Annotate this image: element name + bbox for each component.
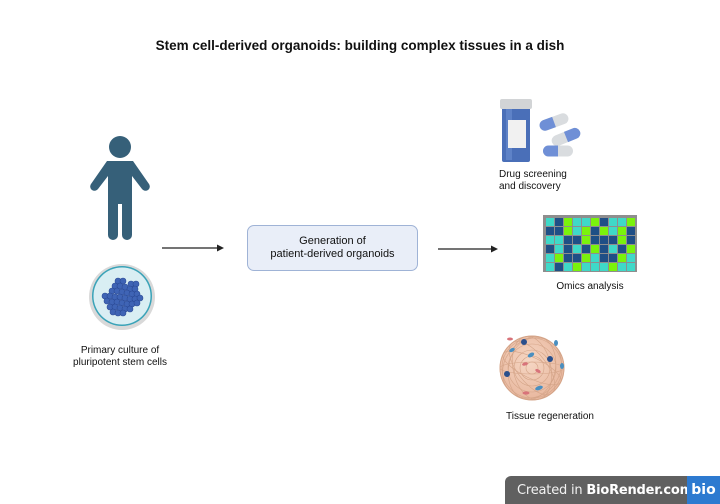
heatmap-cell bbox=[546, 218, 554, 226]
heatmap-cell bbox=[609, 263, 617, 271]
petri-dish-stem-cells-icon bbox=[89, 264, 155, 330]
heatmap-cell bbox=[627, 245, 635, 253]
heatmap-cell bbox=[600, 254, 608, 262]
heatmap-cell bbox=[573, 236, 581, 244]
drug-screening-line2: and discovery bbox=[499, 181, 561, 192]
heatmap-cell bbox=[600, 263, 608, 271]
generation-line1: Generation of bbox=[299, 235, 366, 247]
heatmap-cell bbox=[627, 236, 635, 244]
heatmap-cell bbox=[564, 236, 572, 244]
heatmap-cell bbox=[555, 254, 563, 262]
heatmap-cell bbox=[573, 227, 581, 235]
heatmap-cell bbox=[564, 218, 572, 226]
heatmap-cell bbox=[546, 254, 554, 262]
heatmap-cell bbox=[573, 254, 581, 262]
generation-line2: patient-derived organoids bbox=[270, 248, 395, 260]
heatmap-cell bbox=[618, 227, 626, 235]
heatmap-cell bbox=[564, 227, 572, 235]
omics-heatmap-icon bbox=[543, 215, 637, 272]
heatmap-cell bbox=[582, 227, 590, 235]
stem-cell bbox=[126, 305, 134, 313]
heatmap-cell bbox=[591, 227, 599, 235]
heatmap-grid bbox=[546, 218, 635, 271]
stem-cell bbox=[119, 309, 127, 317]
heatmap-cell bbox=[627, 227, 635, 235]
heatmap-cell bbox=[618, 218, 626, 226]
heatmap-cell bbox=[582, 218, 590, 226]
stem-cell bbox=[119, 277, 127, 285]
heatmap-cell bbox=[546, 245, 554, 253]
heatmap-cell bbox=[627, 218, 635, 226]
heatmap-cell bbox=[609, 218, 617, 226]
heatmap-cell bbox=[627, 263, 635, 271]
tissue-sphere-icon bbox=[499, 335, 565, 401]
drug-screening-line1: Drug screening bbox=[499, 169, 567, 180]
heatmap-cell bbox=[591, 245, 599, 253]
heatmap-cell bbox=[564, 254, 572, 262]
heatmap-cell bbox=[618, 245, 626, 253]
stem-cells-label: Primary culture of pluripotent stem cell… bbox=[40, 345, 200, 369]
heatmap-cell bbox=[582, 236, 590, 244]
heatmap-cell bbox=[564, 245, 572, 253]
heatmap-cell bbox=[555, 218, 563, 226]
heatmap-cell bbox=[600, 218, 608, 226]
heatmap-cell bbox=[573, 218, 581, 226]
heatmap-cell bbox=[564, 263, 572, 271]
watermark-prefix: Created in bbox=[517, 482, 587, 498]
omics-label: Omics analysis bbox=[556, 281, 624, 292]
heatmap-cell bbox=[609, 245, 617, 253]
diagram-title: Stem cell-derived organoids: building co… bbox=[155, 38, 565, 53]
heatmap-cell bbox=[609, 236, 617, 244]
stem-cells-label-line2: pluripotent stem cells bbox=[73, 357, 167, 368]
heatmap-cell bbox=[573, 245, 581, 253]
heatmap-cell bbox=[582, 254, 590, 262]
heatmap-cell bbox=[546, 236, 554, 244]
heatmap-cell bbox=[591, 236, 599, 244]
biorender-logo-icon: bio bbox=[687, 476, 720, 504]
heatmap-cell bbox=[618, 254, 626, 262]
pill-bottle-capsules-icon bbox=[500, 99, 581, 162]
tissue-regeneration-label: Tissue regeneration bbox=[505, 411, 594, 422]
heatmap-cell bbox=[546, 263, 554, 271]
heatmap-cell bbox=[618, 236, 626, 244]
heatmap-cell bbox=[555, 227, 563, 235]
heatmap-cell bbox=[600, 245, 608, 253]
watermark-brand: BioRender.com bbox=[586, 482, 693, 498]
heatmap-cell bbox=[591, 218, 599, 226]
heatmap-cell bbox=[555, 236, 563, 244]
heatmap-cell bbox=[609, 254, 617, 262]
arrow-to-generation bbox=[162, 244, 224, 252]
heatmap-cell bbox=[591, 254, 599, 262]
heatmap-cell bbox=[555, 263, 563, 271]
biorender-watermark[interactable]: Created in BioRender.com bio bbox=[505, 476, 720, 504]
generation-box: Generation of patient-derived organoids bbox=[247, 225, 418, 271]
watermark-text: Created in BioRender.com bbox=[505, 483, 693, 498]
stem-cell bbox=[136, 294, 144, 302]
drug-screening-label: Drug screening and discovery bbox=[499, 169, 589, 193]
heatmap-cell bbox=[555, 245, 563, 253]
heatmap-cell bbox=[627, 254, 635, 262]
stem-cells-label-line1: Primary culture of bbox=[80, 345, 160, 356]
heatmap-cell bbox=[609, 227, 617, 235]
person-icon bbox=[90, 136, 150, 240]
heatmap-cell bbox=[582, 245, 590, 253]
stem-cell bbox=[133, 299, 141, 307]
heatmap-cell bbox=[600, 227, 608, 235]
heatmap-cell bbox=[618, 263, 626, 271]
heatmap-cell bbox=[600, 236, 608, 244]
heatmap-cell bbox=[591, 263, 599, 271]
heatmap-cell bbox=[573, 263, 581, 271]
heatmap-cell bbox=[582, 263, 590, 271]
heatmap-cell bbox=[546, 227, 554, 235]
arrow-to-applications bbox=[438, 245, 498, 253]
